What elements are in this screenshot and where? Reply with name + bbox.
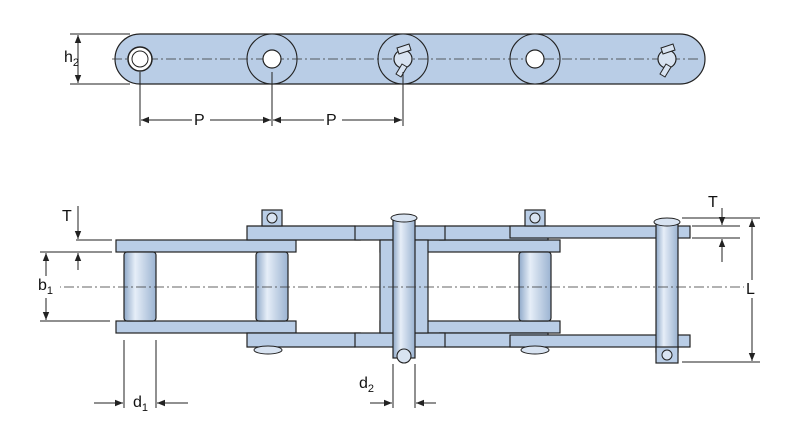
t-left-dimension: T (62, 206, 112, 270)
pitch-label-left: P (194, 112, 205, 129)
l-dimension: L (682, 217, 762, 363)
d1-index: 1 (142, 402, 148, 414)
b1-dimension: b1 (34, 251, 110, 322)
top-view: h2 P P (64, 33, 706, 129)
roller (123, 251, 157, 322)
pin (392, 217, 416, 359)
t-right-dimension: T (692, 194, 740, 262)
cotter-pin-icon (396, 43, 412, 55)
inner-plate-top (115, 239, 297, 253)
d2-index: 2 (368, 383, 374, 395)
roller-hole-inner (131, 50, 149, 68)
svg-text:b1: b1 (38, 277, 53, 297)
cotter-pin-icon (396, 348, 412, 364)
b1-index: 1 (47, 285, 53, 297)
pin-hole (262, 49, 282, 69)
b1-label: b (38, 277, 47, 294)
roller (518, 251, 552, 322)
inner-plate-bottom (115, 320, 297, 334)
pin-head (390, 213, 418, 223)
svg-text:h2: h2 (64, 49, 79, 69)
h2-label: h (64, 49, 73, 66)
d1-label: d (133, 394, 142, 411)
roller (255, 251, 289, 322)
pin-end (253, 345, 283, 355)
svg-text:d1: d1 (133, 394, 148, 414)
t-right-label: T (708, 194, 718, 211)
h2-dimension: h2 (64, 33, 130, 85)
cotter-pin-icon (659, 63, 672, 78)
svg-text:d2: d2 (359, 375, 374, 395)
pitch-dimension: P P (139, 72, 404, 129)
d1-dimension: d1 (94, 340, 188, 414)
pin-end (520, 345, 550, 355)
outer-plate-top (509, 225, 691, 239)
cotter-pin-icon (660, 43, 676, 55)
outer-plate-bottom (246, 332, 361, 348)
pitch-label-right: P (326, 112, 337, 129)
cotter-pin-icon (395, 63, 408, 78)
d2-label: d (359, 375, 368, 392)
outer-plate-bottom (509, 334, 691, 348)
outer-plate-top (246, 225, 361, 241)
h2-index: 2 (73, 57, 79, 69)
l-label: L (746, 281, 755, 298)
pin-head (653, 217, 681, 227)
d2-dimension: d2 (359, 364, 436, 408)
pin-hole (525, 49, 545, 69)
t-left-label: T (62, 208, 72, 225)
side-view: T b1 d1 d2 (34, 194, 762, 414)
